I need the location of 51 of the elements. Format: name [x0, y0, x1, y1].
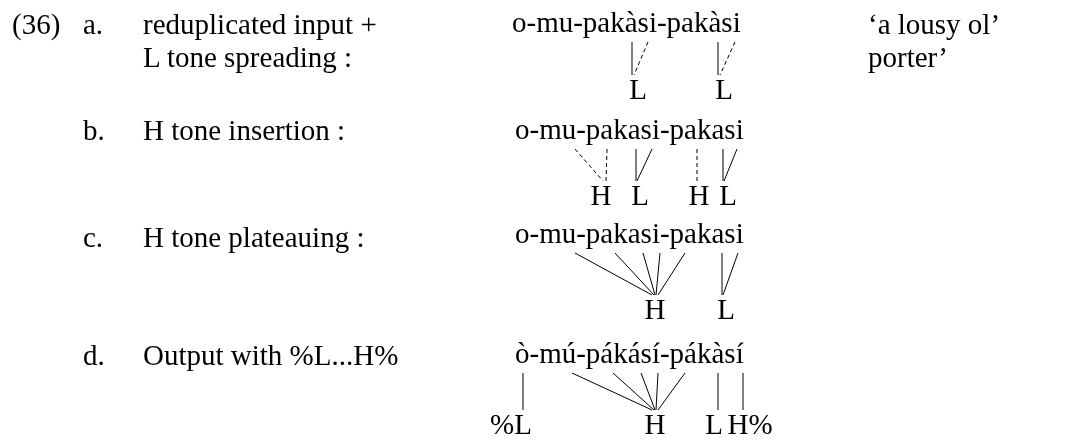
word-form: o-mu-pakàsi-pakàsi — [512, 8, 741, 42]
tone-label: %L — [490, 410, 532, 439]
association-line — [612, 372, 655, 411]
association-line — [642, 252, 656, 296]
word-form: ò-mú-pákásí-pákàsí — [515, 339, 744, 373]
item-letter: c. — [83, 221, 104, 254]
association-line — [522, 372, 524, 411]
dashed-association-line — [719, 41, 736, 76]
association-line — [635, 148, 637, 182]
step-description: reduplicated input + L tone spreading : — [143, 8, 378, 74]
association-line — [742, 372, 744, 411]
dashed-association-line — [633, 41, 649, 76]
association-line — [723, 148, 738, 182]
tone-label: L — [705, 410, 723, 439]
tone-label: H — [644, 410, 666, 439]
word-form: o-mu-pakasi-pakasi — [515, 115, 744, 149]
association-line — [655, 372, 659, 411]
step-description: Output with %L...H% — [143, 339, 399, 372]
association-line — [655, 252, 661, 296]
association-line — [574, 252, 653, 296]
tone-label: L — [719, 181, 737, 210]
example-number: (36) — [12, 8, 61, 41]
item-letter: b. — [83, 114, 105, 147]
item-letter: a. — [83, 8, 104, 41]
association-line — [571, 372, 653, 411]
association-line — [717, 372, 719, 411]
step-description: H tone insertion : — [143, 114, 346, 147]
association-line — [722, 148, 724, 182]
tone-label: H% — [727, 410, 773, 439]
step-description: H tone plateauing : — [143, 221, 365, 254]
association-line — [631, 41, 633, 76]
association-line — [640, 372, 656, 411]
association-line — [657, 252, 686, 296]
tone-label: H — [688, 181, 710, 210]
tone-label: L — [717, 295, 735, 324]
gloss: ‘a lousy ol’ porter’ — [868, 8, 999, 74]
association-line — [614, 252, 655, 296]
item-letter: d. — [83, 339, 105, 372]
association-line — [717, 41, 719, 76]
association-line — [657, 372, 686, 411]
association-line — [721, 252, 723, 296]
tone-label: H — [590, 181, 612, 210]
dashed-association-line — [696, 148, 698, 182]
association-line — [722, 252, 739, 296]
tone-label: L — [631, 181, 649, 210]
tone-label: L — [629, 75, 647, 104]
dashed-association-line — [605, 148, 608, 182]
word-form: o-mu-pakasi-pakasi — [515, 219, 744, 253]
association-line — [636, 148, 653, 182]
tone-label: L — [715, 75, 733, 104]
tone-label: H — [644, 295, 666, 324]
